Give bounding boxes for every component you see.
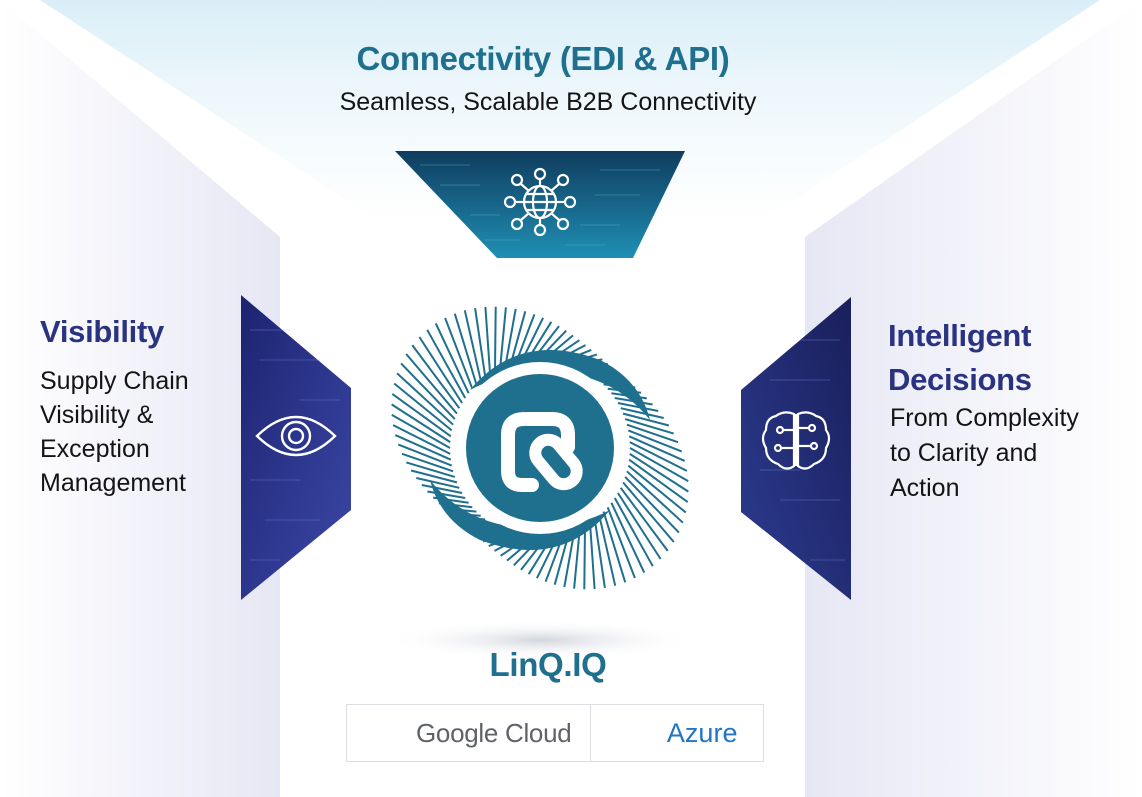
top-pillar-panel <box>395 151 685 258</box>
spiral-ray <box>391 393 452 438</box>
spiral-ray <box>593 519 606 589</box>
swirl-band <box>430 480 610 550</box>
spiral-ray <box>563 530 576 588</box>
spiral-ray <box>624 418 674 435</box>
intelligent-decisions-description: From Complexity to Clarity and Action <box>890 401 1130 506</box>
visibility-line: Management <box>40 469 186 497</box>
eye-icon <box>255 415 337 457</box>
google-cloud-label: Google Cloud <box>416 717 572 748</box>
spiral-ray <box>392 424 451 455</box>
cloud-partners-bar: Google Cloud Azure <box>346 704 764 762</box>
spiral-ray <box>484 306 491 374</box>
spiral-ray <box>463 310 482 381</box>
title-line: Intelligent <box>888 318 1032 353</box>
spiral-ray <box>629 447 689 482</box>
spiral-ray <box>394 434 452 461</box>
spiral-ray <box>521 317 544 361</box>
spiral-ray <box>515 313 536 362</box>
spiral-ray <box>426 329 467 399</box>
spiral-ray <box>444 317 474 390</box>
spiral-ray <box>401 452 454 473</box>
spiral-ray <box>393 382 453 432</box>
spiral-ray <box>396 372 454 426</box>
platform-shadow <box>381 620 701 660</box>
spiral-ray <box>418 336 463 404</box>
spiral-ray <box>620 407 664 419</box>
spiral-ray <box>474 307 487 377</box>
google-cloud-badge: Google Cloud <box>347 705 592 761</box>
spiral-ray <box>405 353 458 415</box>
intelligent-decisions-title: Intelligent Decisions <box>888 314 1128 402</box>
visibility-line: Supply Chain <box>40 367 189 395</box>
decisions-line: Action <box>890 474 960 502</box>
connectivity-subtitle: Seamless, Scalable B2B Connectivity <box>339 88 757 116</box>
spiral-ray <box>573 528 581 589</box>
visibility-description: Supply Chain Visibility & Exception Mana… <box>40 364 255 500</box>
visibility-line: Visibility & <box>40 401 154 429</box>
spiral-ray <box>434 322 470 394</box>
spiral-ray <box>619 487 669 552</box>
left-wall <box>0 0 280 797</box>
spiral-ray <box>397 443 453 467</box>
spiral-ray <box>622 412 670 427</box>
spiral-ray <box>610 502 646 574</box>
spiral-ray <box>391 403 451 443</box>
spiral-ray <box>510 311 527 364</box>
spiral-ray <box>421 484 463 494</box>
decisions-line: to Clarity and <box>890 439 1038 467</box>
left-pillar-panel <box>241 295 351 600</box>
spiral-ray <box>629 453 689 493</box>
spiral-ray <box>400 362 456 420</box>
spiral-ray <box>499 307 507 368</box>
right-wall <box>805 0 1142 797</box>
spiral-ray <box>627 429 683 453</box>
spiral-ray <box>494 306 497 371</box>
spiral-ray <box>589 522 596 590</box>
globe-network-icon <box>503 167 577 237</box>
spiral-ray <box>626 423 679 444</box>
spiral-ray <box>427 490 466 499</box>
spiral-ray <box>628 458 689 503</box>
spiral-ray <box>617 492 662 560</box>
azure-label: Azure <box>666 717 738 748</box>
connectivity-title: Connectivity (EDI & API) <box>356 40 730 77</box>
spiral-ray <box>617 402 659 412</box>
azure-icon-spacer <box>617 733 661 734</box>
spiral-ray <box>627 464 687 514</box>
visibility-line: Exception <box>40 435 150 463</box>
spiral-ray <box>453 313 478 385</box>
product-name: LinQ.IQ <box>489 646 607 683</box>
spiral-ray <box>406 461 456 478</box>
linq-q-logo-icon <box>454 362 626 534</box>
spiral-ray <box>410 469 458 484</box>
spiral-ray <box>583 525 586 590</box>
azure-badge: Azure <box>591 705 763 761</box>
spiral-ray <box>416 477 460 489</box>
spiral-ray <box>391 414 451 449</box>
spiral-ray <box>628 435 686 462</box>
spiral-ray <box>629 441 688 472</box>
spiral-ray <box>624 476 680 534</box>
spiral-ray <box>622 481 675 543</box>
spiral-ray <box>504 308 517 366</box>
visibility-title: Visibility <box>40 314 164 349</box>
decisions-line: From Complexity <box>890 404 1079 432</box>
spiral-ray <box>613 497 654 567</box>
top-wall-band <box>40 0 1100 222</box>
spiral-ray <box>606 506 636 579</box>
google-cloud-icon-spacer <box>366 733 406 734</box>
spiral-ray <box>602 511 627 583</box>
spiral-ray <box>626 470 684 524</box>
spiral-ray <box>411 344 461 409</box>
brain-circuit-icon <box>761 411 831 470</box>
spiral-ray <box>598 515 617 586</box>
title-line: Decisions <box>888 362 1032 397</box>
